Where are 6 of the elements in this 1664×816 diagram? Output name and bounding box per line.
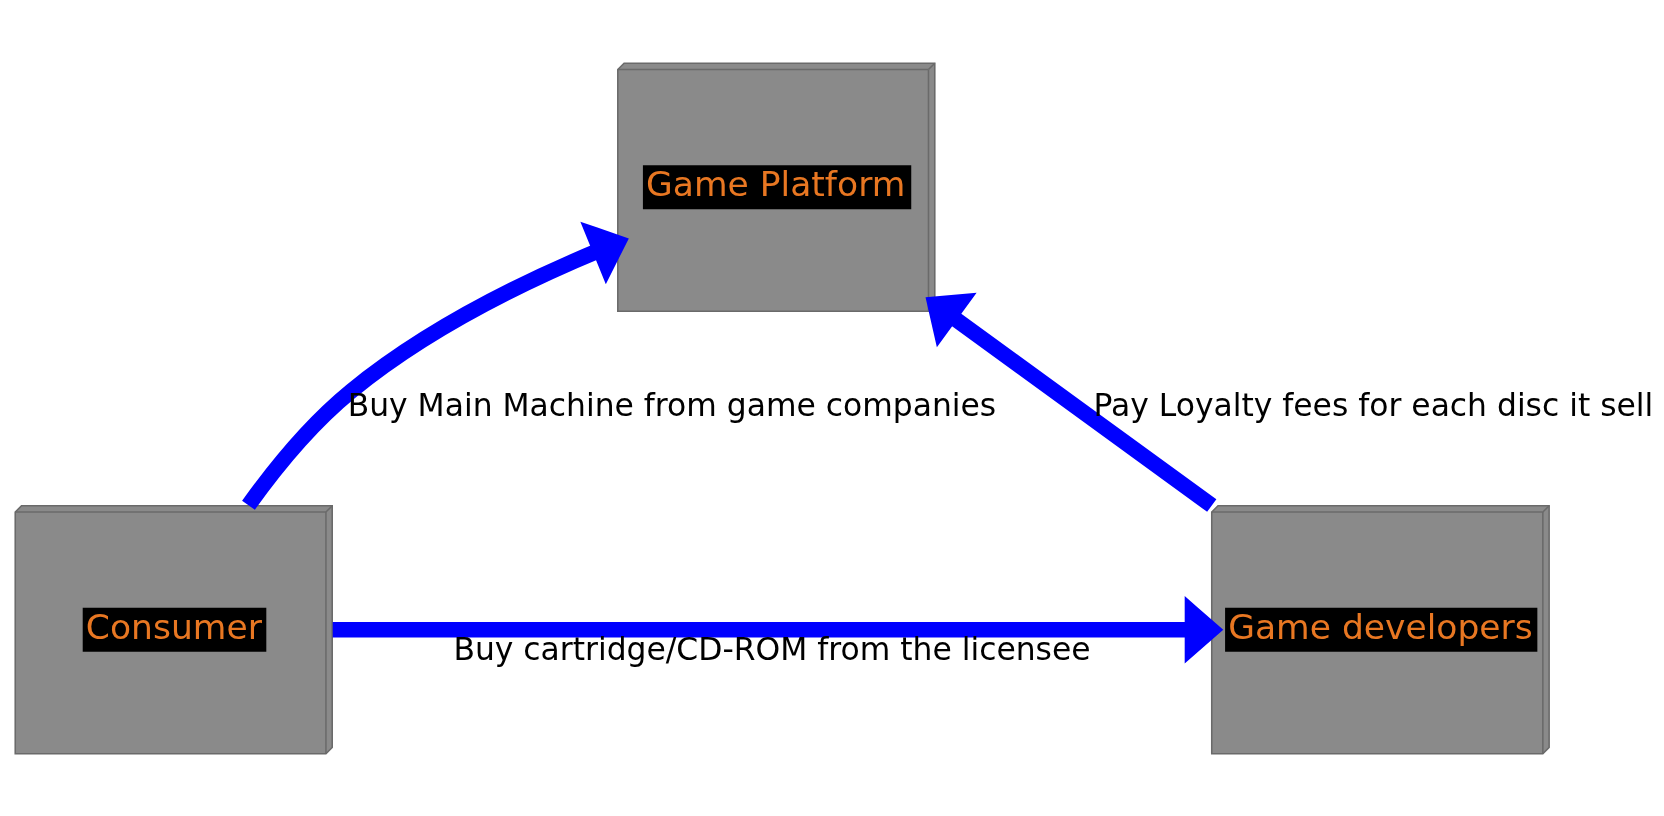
arrow (925, 292, 1217, 512)
arrow (242, 221, 629, 510)
edge-label: Buy cartridge/CD-ROM from the licensee (453, 630, 1091, 667)
edge-label: Pay Loyalty fees for each disc it sell (1093, 386, 1654, 423)
edge-label: Buy Main Machine from game companies (347, 386, 997, 423)
arrow (332, 595, 1224, 663)
